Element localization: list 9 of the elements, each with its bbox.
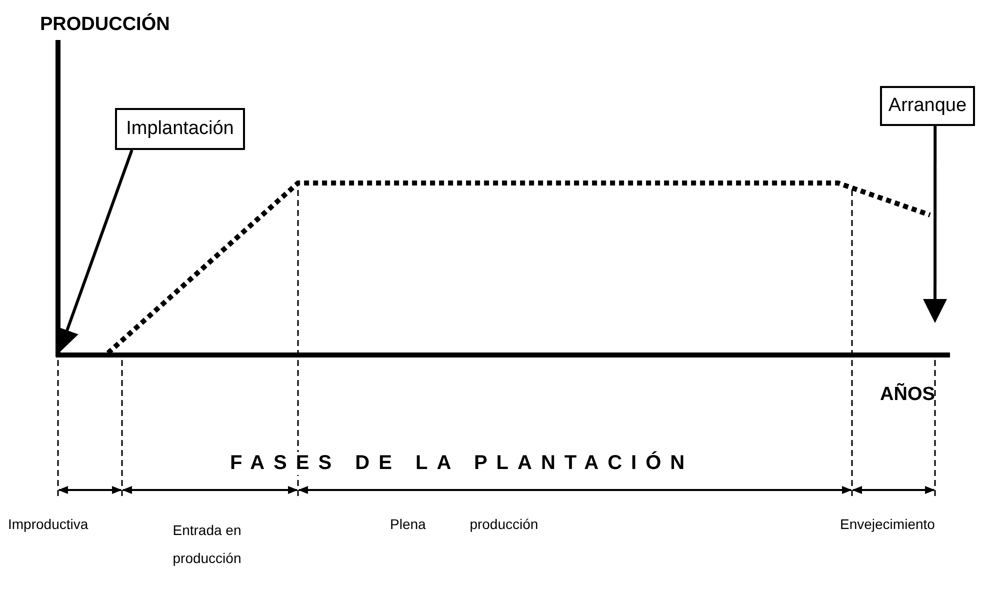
- arrow: [923, 126, 947, 323]
- phase-label: Plena producción: [390, 516, 538, 532]
- label-box: Implantación: [115, 108, 245, 150]
- phase-label: Envejecimiento: [840, 516, 935, 532]
- phase-label: Entrada en producción: [172, 521, 242, 568]
- axis-label: PRODUCCIÓN: [40, 14, 170, 36]
- axis-label: AÑOS: [880, 384, 935, 406]
- phase-label: Improductiva: [8, 516, 88, 532]
- label-box: Arranque: [880, 86, 975, 126]
